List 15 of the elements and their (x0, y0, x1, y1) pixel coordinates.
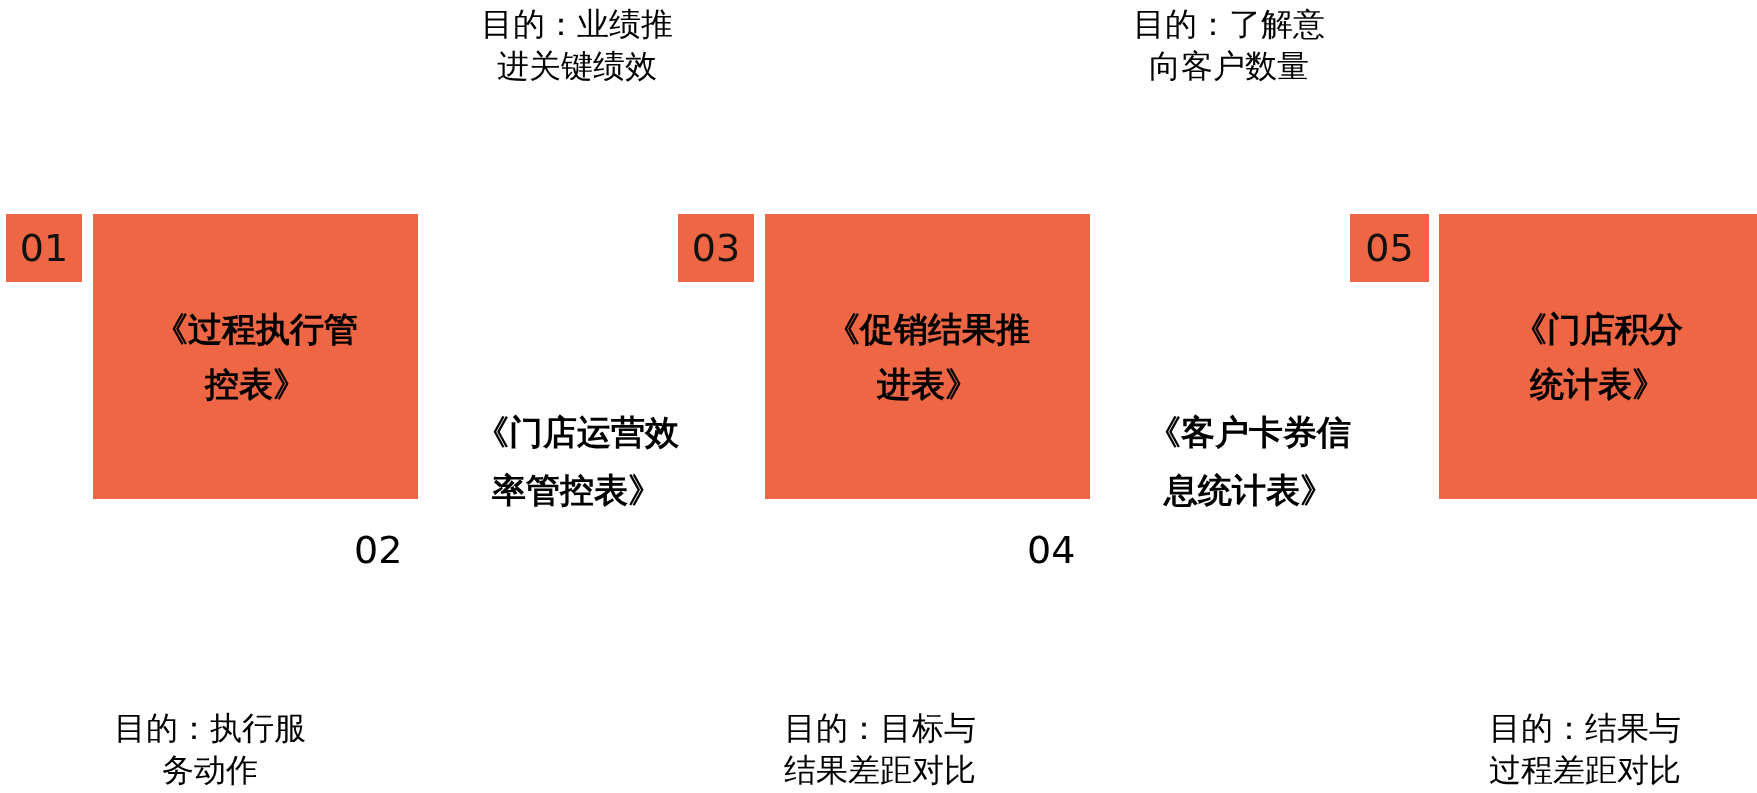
number-box: 05 (1350, 214, 1429, 282)
step-number: 02 (354, 528, 403, 572)
step-number: 04 (1027, 528, 1076, 572)
number-box: 01 (6, 214, 82, 282)
title-box: 《过程执行管控表》 (93, 214, 418, 499)
purpose-note: 目的：结果与过程差距对比 (1488, 708, 1682, 791)
purpose-note: 目的：业绩推进关键绩效 (480, 4, 674, 87)
title-box: 《促销结果推进表》 (765, 214, 1090, 499)
number-box: 03 (678, 214, 754, 282)
title-box: 《门店积分统计表》 (1439, 214, 1757, 499)
purpose-note: 目的：执行服务动作 (113, 708, 307, 791)
form-title: 《客户卡券信息统计表》 (1146, 411, 1352, 512)
form-title: 《门店运营效率管控表》 (474, 411, 680, 512)
purpose-note: 目的：目标与结果差距对比 (783, 708, 977, 791)
purpose-note: 目的：了解意向客户数量 (1132, 4, 1326, 87)
